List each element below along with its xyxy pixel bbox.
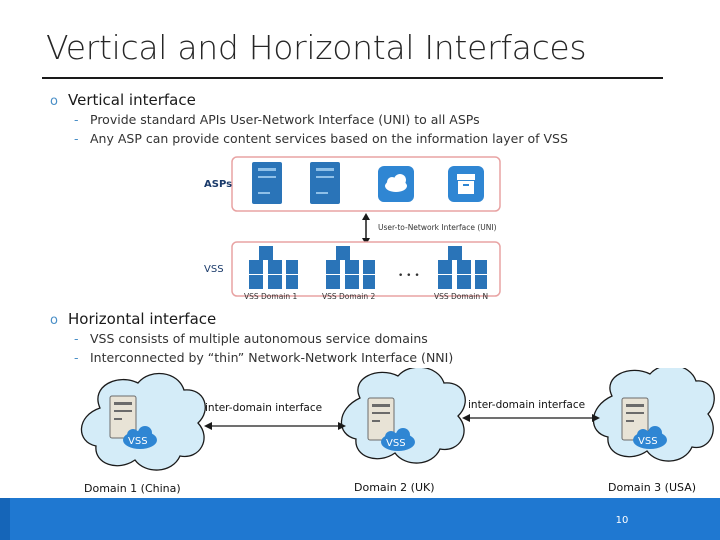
vss-cloud-badge-1: VSS <box>123 426 157 449</box>
horizontal-heading: Horizontal interface <box>68 310 217 328</box>
inter-domain-label-1: inter-domain interface <box>205 402 323 414</box>
uni-arrow-icon <box>362 213 370 245</box>
domain-ellipsis: • • • <box>398 271 420 281</box>
dash-icon: - <box>74 331 79 346</box>
domain-1-label: Domain 1 (China) <box>84 482 181 495</box>
vss-badge-label: VSS <box>386 438 406 449</box>
vertical-point-1: -Provide standard APIs User-Network Inte… <box>74 112 480 127</box>
vss-label: VSS <box>204 264 224 275</box>
vss-domain-2-cluster-icon <box>326 246 375 289</box>
domain-2-label: Domain 2 (UK) <box>354 481 435 494</box>
vss-domain-1-cluster-icon <box>249 246 298 289</box>
page-number: 10 <box>615 515 629 526</box>
vss-domain-1-label: VSS Domain 1 <box>244 292 298 301</box>
vss-cloud-badge-2: VSS <box>381 428 415 451</box>
server-icon-1 <box>109 395 137 439</box>
bullet-circle-icon: o <box>50 94 58 109</box>
document-icon-1 <box>252 162 282 204</box>
domain-3-label: Domain 3 (USA) <box>608 481 697 494</box>
vss-badge-label: VSS <box>128 436 148 447</box>
vss-badge-label: VSS <box>638 436 658 447</box>
domain-1-cloud <box>80 372 206 471</box>
vss-domain-2-label: VSS Domain 2 <box>322 292 376 301</box>
nni-arrow-2-icon <box>462 414 600 422</box>
bullet-vertical-interface: o Vertical interface <box>50 91 196 109</box>
uni-label: User-to-Network Interface (UNI) <box>378 223 497 232</box>
horizontal-domains-diagram: VSS VSS VSS <box>80 368 715 471</box>
asps-label: ASPs <box>204 179 232 190</box>
cloud-service-icon <box>378 166 414 202</box>
vertical-architecture-diagram: ASPs User-to-Network Interface (UNI) VSS <box>204 156 501 301</box>
vertical-heading: Vertical interface <box>68 91 196 109</box>
bullet-circle-icon: o <box>50 313 58 328</box>
footer-bar <box>0 498 720 540</box>
vss-domain-n-cluster-icon <box>438 246 487 289</box>
dash-icon: - <box>74 112 79 127</box>
slide-title: Vertical and Horizontal Interfaces <box>46 28 587 67</box>
vss-domain-n-label: VSS Domain N <box>434 292 488 301</box>
nni-arrow-1-icon <box>204 422 346 430</box>
horizontal-point-2: -Interconnected by “thin” Network-Networ… <box>74 350 454 365</box>
inter-domain-label-2: inter-domain interface <box>468 399 586 411</box>
vertical-point-2: -Any ASP can provide content services ba… <box>74 131 568 146</box>
asps-box <box>231 156 501 212</box>
horizontal-point-1: -VSS consists of multiple autonomous ser… <box>74 331 428 346</box>
vss-cloud-badge-3: VSS <box>633 426 667 449</box>
dash-icon: - <box>74 131 79 146</box>
bullet-horizontal-interface: o Horizontal interface <box>50 310 216 328</box>
dash-icon: - <box>74 350 79 365</box>
footer-accent-strip <box>0 498 10 540</box>
title-underline <box>42 77 663 79</box>
storage-box-icon <box>448 166 484 202</box>
server-icon-2 <box>367 397 395 441</box>
document-icon-2 <box>310 162 340 204</box>
